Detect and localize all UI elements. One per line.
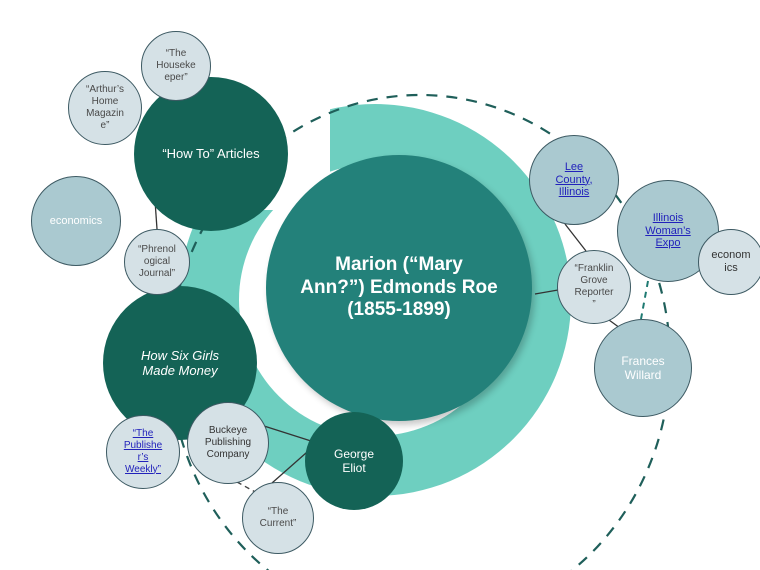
node-label-economics-right: econom ics — [711, 249, 751, 274]
node-label-arthurs-home-magazine: “Arthur’s Home Magazin e” — [86, 84, 124, 131]
node-the-housekeeper[interactable]: “The Houseke eper” — [141, 31, 211, 101]
node-label-phrenological-journal: “Phrenol ogical Journal” — [138, 244, 176, 279]
node-arthurs-home-magazine[interactable]: “Arthur’s Home Magazin e” — [68, 71, 142, 145]
node-label-franklin-grove-reporter: “Franklin Grove Reporter ” — [574, 263, 614, 310]
node-label-illinois-womans-expo: Illinois Woman’s Expo — [645, 211, 691, 250]
node-lee-county-illinois[interactable]: Lee County, Illinois — [529, 135, 619, 225]
node-publishers-weekly[interactable]: “The Publishe r’s Weekly” — [106, 415, 180, 489]
node-label-buckeye-publishing: Buckeye Publishing Company — [204, 425, 252, 460]
node-george-eliot[interactable]: George Eliot — [305, 412, 403, 510]
node-economics-right[interactable]: econom ics — [698, 229, 760, 295]
connector-center-franklingrove — [534, 289, 559, 295]
node-buckeye-publishing[interactable]: Buckeye Publishing Company — [187, 402, 269, 484]
node-label-center: Marion (“Mary Ann?”) Edmonds Roe (1855-1… — [300, 254, 498, 321]
connector-leecounty-franklingrove — [564, 223, 587, 252]
node-label-george-eliot: George Eliot — [333, 446, 375, 475]
node-phrenological-journal[interactable]: “Phrenol ogical Journal” — [124, 229, 190, 295]
node-label-economics-left: economics — [49, 214, 103, 227]
node-how-to-articles[interactable]: “How To” Articles — [134, 77, 288, 231]
node-label-frances-willard: Frances Willard — [621, 353, 665, 382]
node-franklin-grove-reporter[interactable]: “Franklin Grove Reporter ” — [557, 250, 631, 324]
node-label-how-six-girls: How Six Girls Made Money — [140, 347, 219, 378]
node-label-how-to-articles: “How To” Articles — [162, 146, 260, 162]
node-label-publishers-weekly: “The Publishe r’s Weekly” — [123, 428, 163, 475]
node-economics-left[interactable]: economics — [31, 176, 121, 266]
node-the-current[interactable]: “The Current” — [242, 482, 314, 554]
node-center[interactable]: Marion (“Mary Ann?”) Edmonds Roe (1855-1… — [266, 155, 532, 421]
node-label-the-current: “The Current” — [259, 506, 297, 529]
node-illinois-womans-expo[interactable]: Illinois Woman’s Expo — [617, 180, 719, 282]
node-label-the-housekeeper: “The Houseke eper” — [156, 48, 196, 83]
node-label-lee-county-illinois: Lee County, Illinois — [555, 160, 593, 199]
node-frances-willard[interactable]: Frances Willard — [594, 319, 692, 417]
